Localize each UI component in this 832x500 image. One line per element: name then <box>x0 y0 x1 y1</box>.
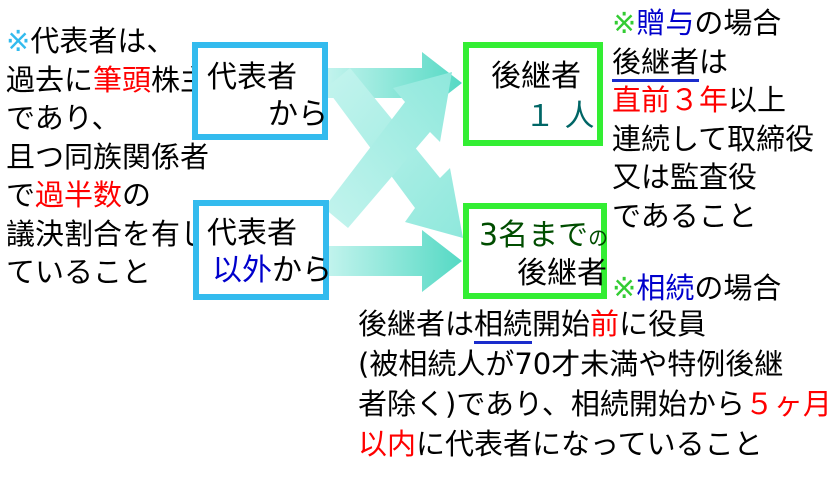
text-line: 又は監査役 <box>612 158 814 197</box>
box-from-representative: 代表者 から <box>192 42 328 140</box>
text-segment: に代表者になっていること <box>416 427 763 461</box>
transfer-arrows <box>324 52 463 292</box>
text-line: 直前３年以上 <box>612 81 814 120</box>
box-one-successor: 後継者 １ 人 <box>463 42 603 146</box>
text-line: 者除く)であり、相続開始から５ヶ月 <box>358 384 832 424</box>
text-segment: ※ <box>612 6 637 40</box>
text-segment: であり、 <box>6 101 121 135</box>
text-segment: ※ <box>612 271 637 305</box>
box-three-particle: の <box>588 226 609 250</box>
box-three-line2: 後継者 <box>517 256 607 291</box>
text-segment: ※ <box>6 24 31 58</box>
text-segment: に役員 <box>619 307 707 341</box>
text-segment: 過半数 <box>35 178 123 212</box>
text-segment: 者除く)であり、相続開始から <box>358 387 745 421</box>
text-segment: 又は監査役 <box>612 160 758 194</box>
text-line: 且つ同族関係者 <box>6 138 209 177</box>
text-line: 以内に代表者になっていること <box>358 424 832 464</box>
text-segment: 議決割合を有し <box>6 216 210 251</box>
text-segment: ５ヶ月 <box>744 387 832 421</box>
text-segment: (被相続人が70才未満や特例後継 <box>358 347 784 381</box>
text-line: 議決割合を有し <box>6 215 209 254</box>
text-segment: であること <box>612 198 757 233</box>
text-segment: 後継者は <box>358 307 475 341</box>
text-segment: 後継者 <box>612 44 700 82</box>
text-segment: 且つ同族関係者 <box>6 139 210 174</box>
text-segment: で <box>6 178 36 212</box>
text-segment: 前 <box>590 307 620 341</box>
text-segment: 贈与 <box>636 6 695 40</box>
box-up-to-three-successors: 3名までの 後継者 <box>463 203 608 299</box>
box-from-non-representative-line2: 以外から <box>212 252 332 290</box>
text-segment: 直前３年 <box>612 83 729 117</box>
text-segment: 相続 <box>636 271 695 305</box>
box-from-representative-line2: から <box>268 97 328 132</box>
arrow-other-to-three <box>325 230 462 292</box>
representative-condition-note: ※代表者は、過去に筆頭株主であり、且つ同族関係者で過半数の議決割合を有しているこ… <box>6 22 209 292</box>
text-line: 過去に筆頭株主 <box>6 61 209 100</box>
text-segment: ていること <box>6 255 152 289</box>
gift-case-note: ※贈与の場合後継者は直前３年以上連続して取締役又は監査役であること <box>612 4 814 235</box>
text-segment: の場合 <box>694 271 782 305</box>
text-line: であり、 <box>6 99 209 138</box>
box-one-successor-line2: １ 人 <box>525 99 595 134</box>
box-from-non-representative-line1: 代表者 <box>207 216 297 251</box>
text-segment: 相続 <box>474 307 533 344</box>
text-segment: 以上 <box>728 83 787 117</box>
box-from-non-representative: 代表者 以外から <box>193 200 332 300</box>
text-segment: 筆頭 <box>93 62 152 97</box>
text-segment: の場合 <box>694 6 782 40</box>
text-line: (被相続人が70才未満や特例後継 <box>358 344 832 384</box>
box-one-successor-line1: 後継者 <box>491 59 581 94</box>
inheritance-case-heading: ※相続の場合 <box>612 270 781 306</box>
box-three-line1: 3名までの <box>479 217 608 257</box>
text-line: 連続して取締役 <box>612 120 814 159</box>
text-line: ※贈与の場合 <box>612 4 814 43</box>
text-line: ※代表者は、 <box>6 22 209 61</box>
box-three-count: 3名まで <box>479 218 589 253</box>
text-segment: 連続して取締役 <box>612 121 815 156</box>
text-line: で過半数の <box>6 176 209 215</box>
inheritance-case-note: 後継者は相続開始前に役員(被相続人が70才未満や特例後継者除く)であり、相続開始… <box>358 304 832 464</box>
non-representative-from-label: から <box>272 253 332 288</box>
text-segment: の <box>122 178 152 212</box>
text-segment: 開始 <box>532 307 591 341</box>
non-representative-label: 以外 <box>212 253 272 288</box>
text-line: 後継者は相続開始前に役員 <box>358 304 832 344</box>
text-segment: 過去に <box>6 62 94 97</box>
box-from-representative-line1: 代表者 <box>207 60 297 95</box>
text-line: ていること <box>6 253 209 292</box>
text-segment: 以内 <box>358 427 417 461</box>
text-segment: は <box>699 44 729 79</box>
text-line: 後継者は <box>612 43 814 82</box>
arrow-other-to-one <box>324 72 452 228</box>
text-segment: 代表者は、 <box>30 24 176 58</box>
text-line: ※相続の場合 <box>612 270 781 306</box>
text-line: であること <box>612 197 814 236</box>
